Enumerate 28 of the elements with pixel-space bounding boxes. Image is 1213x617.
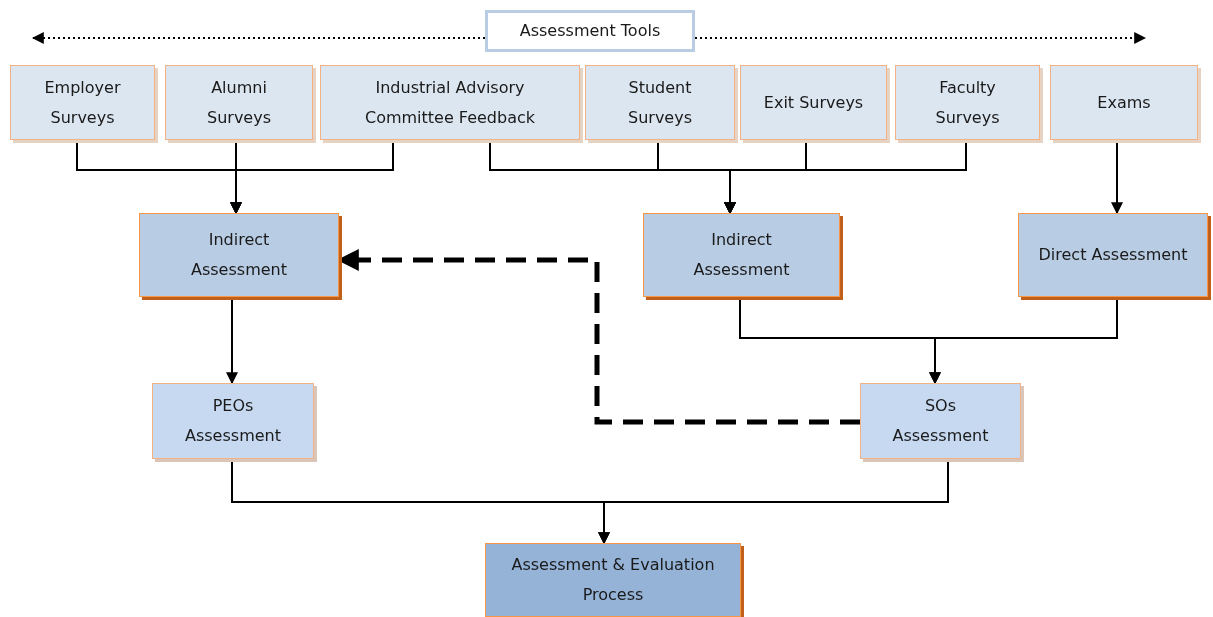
title-box xyxy=(485,10,695,52)
assessment-box xyxy=(152,383,314,459)
node-label: Exams xyxy=(1096,91,1152,114)
node-label: Employer Surveys xyxy=(43,76,122,129)
tool-box xyxy=(1050,65,1198,140)
tool-box xyxy=(165,65,313,140)
tool-box xyxy=(10,65,155,140)
tool-box xyxy=(740,65,887,140)
node-label: Exit Surveys xyxy=(762,91,865,114)
assessment-box xyxy=(860,383,1021,459)
tool-box xyxy=(895,65,1040,140)
node-label: Assessment & Evaluation Process xyxy=(510,554,716,606)
node-label: Faculty Surveys xyxy=(934,76,1001,129)
node-label: Indirect Assessment xyxy=(190,229,288,281)
assessment-box xyxy=(1018,213,1208,297)
process-box xyxy=(485,543,741,617)
tool-box xyxy=(585,65,735,140)
node-label: Alumni Surveys xyxy=(206,76,272,129)
node-label: Direct Assessment xyxy=(1037,244,1189,266)
node-label: Assessment Tools xyxy=(518,20,662,42)
node-label: SOs Assessment xyxy=(891,395,990,447)
node-label: Indirect Assessment xyxy=(692,229,791,281)
node-label: Industrial Advisory Committee Feedback xyxy=(363,76,537,129)
node-label: Student Surveys xyxy=(627,76,693,129)
tool-box xyxy=(320,65,580,140)
node-label: PEOs Assessment xyxy=(184,395,282,447)
assessment-box xyxy=(643,213,840,297)
assessment-box xyxy=(139,213,339,297)
